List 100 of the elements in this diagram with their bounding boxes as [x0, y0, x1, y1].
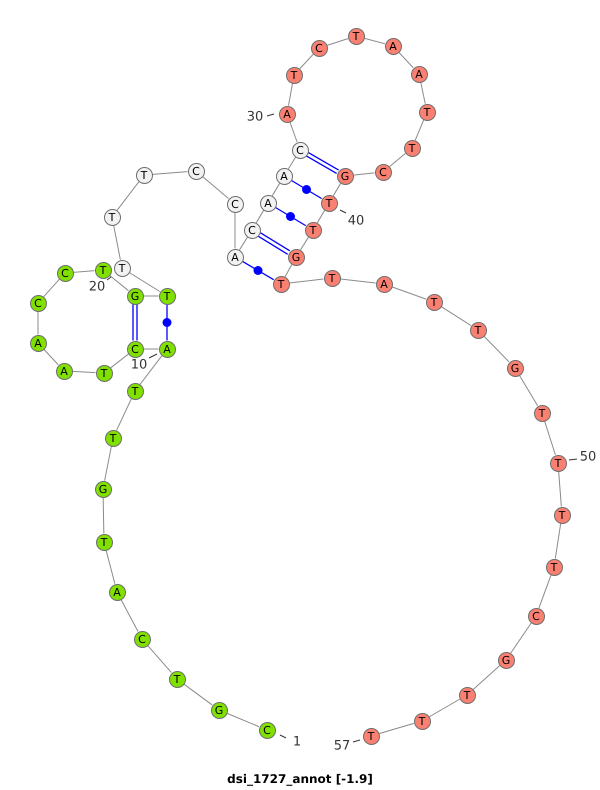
nucleotide-circle: G: [288, 248, 304, 266]
nucleotide-circle: G: [126, 288, 144, 304]
position-number: 50: [580, 450, 596, 464]
nucleotide-circle: C: [374, 164, 392, 180]
nucleotide-circle: T: [114, 260, 130, 276]
nucleotide-circle: T: [168, 670, 186, 688]
structure-title: dsi_1727_annot [-1.9]: [227, 773, 373, 785]
backbone-line: [332, 182, 342, 196]
nucleotide-circle: A: [30, 334, 46, 352]
nucleotide-circle: T: [104, 208, 120, 226]
backbone-line: [140, 355, 162, 385]
backbone-line: [428, 698, 460, 718]
nucleotide-circle: T: [136, 166, 152, 184]
backbone-line: [389, 152, 406, 168]
nucleotide-circle: C: [244, 222, 260, 238]
position-number: 40: [348, 214, 364, 228]
nucleotide-circle: T: [286, 66, 302, 84]
nucleotide-circle: T: [404, 140, 420, 156]
nucleotide-circle: T: [348, 28, 364, 44]
backbone-line: [256, 210, 264, 224]
position-number: 10: [130, 358, 148, 372]
backbone-line: [116, 181, 140, 211]
backbone-line: [326, 38, 348, 46]
backbone-line: [272, 182, 280, 196]
nucleotide-circle: T: [426, 294, 442, 310]
backbone-line: [558, 470, 562, 508]
backbone-line: [234, 212, 236, 249]
backbone-line: [102, 497, 104, 534]
backbone-line: [440, 306, 472, 326]
backbone-line: [152, 171, 188, 175]
nucleotide-circle: G: [94, 480, 112, 498]
nucleotide-circle: A: [278, 106, 296, 122]
position-number: 1: [292, 736, 302, 748]
backbone-line: [120, 599, 138, 632]
nucleotide-circle: A: [410, 66, 428, 82]
nucleotide-circle: T: [546, 558, 562, 576]
nucleotide-circle: C: [126, 340, 144, 358]
nucleotide-circle: C: [258, 722, 276, 738]
backbone-line: [109, 274, 129, 292]
backbone-line: [364, 38, 386, 44]
backbone-line: [414, 119, 424, 141]
nucleotide-circle: T: [320, 194, 338, 212]
backbone-line: [239, 236, 248, 250]
nucleotide-circle: G: [336, 168, 354, 184]
backbone-line: [113, 224, 121, 260]
backbone-line: [352, 172, 376, 176]
nucleotide-circle: T: [534, 404, 550, 422]
backbone-line: [518, 374, 538, 406]
nucleotide-circle: T: [362, 728, 380, 744]
backbone-line: [420, 82, 426, 104]
nucleotide-circle: T: [304, 222, 322, 238]
backbone-line: [147, 644, 172, 674]
backbone-line: [300, 236, 309, 250]
backbone-line: [183, 684, 213, 706]
nucleotide-circle: C: [134, 630, 150, 648]
nucleotide-circle: C: [226, 196, 244, 212]
nucleotide-circle: A: [276, 168, 292, 184]
nucleotide-circle: T: [104, 430, 122, 446]
backbone-line: [43, 348, 59, 366]
nucleotide-circle: T: [418, 104, 436, 120]
backbone-line: [289, 122, 298, 142]
backbone-line: [544, 420, 556, 456]
position-number: 30: [246, 110, 264, 124]
nucleotide-circle: T: [126, 382, 144, 400]
backbone-line: [128, 272, 160, 292]
backbone-line: [398, 52, 414, 68]
nucleotide-circle: A: [226, 248, 244, 266]
backbone-line: [340, 278, 376, 284]
nucleotide-circle: T: [554, 506, 570, 524]
backbone-line: [202, 176, 229, 199]
nucleotide-circle: C: [188, 162, 204, 180]
backbone-line: [299, 54, 314, 70]
nucleotide-circle: G: [498, 652, 514, 668]
nucleotide-circle: G: [506, 360, 524, 376]
nucleotide-circle: T: [94, 262, 112, 278]
backbone-line: [510, 622, 532, 654]
backbone-line: [378, 722, 414, 734]
backbone-line: [483, 336, 510, 362]
nucleotide-circle: C: [528, 608, 544, 624]
backbone-line: [106, 550, 116, 584]
backbone-line: [392, 286, 426, 300]
nucleotide-circle: C: [30, 294, 46, 312]
nucleotide-circle: A: [108, 584, 126, 600]
nucleotide-circle: A: [56, 362, 72, 380]
nucleotide-circle: T: [272, 276, 290, 292]
nucleotide-circle: A: [158, 340, 176, 358]
nucleotide-circle: C: [310, 40, 328, 56]
backbone-line: [110, 354, 129, 368]
backbone-line: [472, 665, 500, 690]
nucleotide-circle: A: [384, 38, 402, 54]
nucleotide-circle: T: [158, 288, 176, 304]
nucleotide-circle: A: [260, 194, 276, 212]
backbone-line: [43, 278, 60, 298]
backbone-line: [288, 278, 324, 284]
nucleotide-circle: T: [458, 686, 476, 704]
nucleotide-circle: G: [210, 702, 228, 718]
backbone-line: [288, 82, 293, 106]
nucleotide-circle: A: [376, 276, 392, 292]
backbone-line: [104, 446, 112, 482]
nucleotide-circle: T: [96, 364, 112, 382]
